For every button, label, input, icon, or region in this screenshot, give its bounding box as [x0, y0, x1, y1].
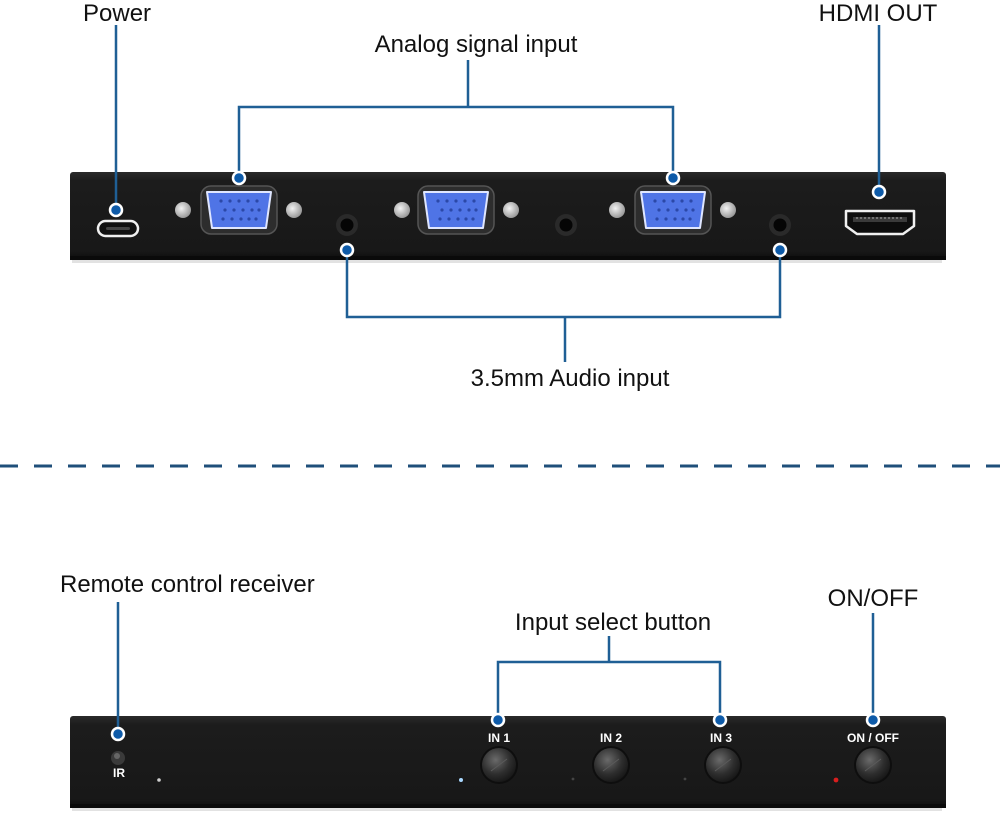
ir-printed-label: IR — [113, 766, 125, 780]
audio1-marker — [339, 242, 355, 258]
in1-printed-label: IN 1 — [488, 731, 510, 745]
remote-receiver-callout-leader — [110, 602, 126, 742]
in1-marker — [490, 712, 506, 728]
status-led — [157, 778, 161, 782]
on-off-marker — [865, 712, 881, 728]
in3-marker — [712, 712, 728, 728]
in1-button[interactable] — [479, 745, 519, 785]
on-off-printed-label: ON / OFF — [847, 731, 899, 745]
audio-input-label: 3.5mm Audio input — [471, 365, 670, 392]
ir-receiver — [111, 751, 125, 765]
on-off-callout-leader — [865, 613, 881, 728]
power-label: Power — [83, 0, 151, 27]
hdmi-output-port[interactable] — [844, 209, 916, 236]
vga3-marker — [665, 170, 681, 186]
input-select-button-label: Input select button — [515, 609, 711, 636]
audio-jack-1[interactable] — [336, 214, 358, 236]
input-select-callout-leader — [490, 636, 728, 728]
audio-input-callout-leader — [339, 242, 788, 362]
power-marker — [108, 202, 124, 218]
hdmi-callout-leader — [871, 25, 887, 200]
power-callout-leader — [108, 25, 124, 218]
on-off-label: ON/OFF — [828, 585, 919, 612]
front-panel: IR IN 1 IN 2 IN 3 ON / OFF — [70, 716, 946, 811]
audio3-marker — [772, 242, 788, 258]
audio-jack-2[interactable] — [555, 214, 577, 236]
on-off-button[interactable] — [853, 745, 893, 785]
ir-marker — [110, 726, 126, 742]
analog-signal-input-label: Analog signal input — [375, 31, 578, 58]
power-led — [833, 777, 839, 783]
vga1-marker — [231, 170, 247, 186]
analog-input-callout-leader — [231, 60, 681, 186]
in3-button[interactable] — [703, 745, 743, 785]
in3-printed-label: IN 3 — [710, 731, 732, 745]
in2-button[interactable] — [591, 745, 631, 785]
in3-led — [683, 777, 687, 781]
in2-printed-label: IN 2 — [600, 731, 622, 745]
hdmi-marker — [871, 184, 887, 200]
rear-panel — [70, 172, 946, 263]
in2-led — [571, 777, 575, 781]
remote-control-receiver-label: Remote control receiver — [60, 571, 315, 598]
hdmi-out-label: HDMI OUT — [819, 0, 938, 27]
audio-jack-3[interactable] — [769, 214, 791, 236]
in1-led — [459, 778, 463, 782]
usb-c-power-port[interactable] — [96, 219, 140, 238]
